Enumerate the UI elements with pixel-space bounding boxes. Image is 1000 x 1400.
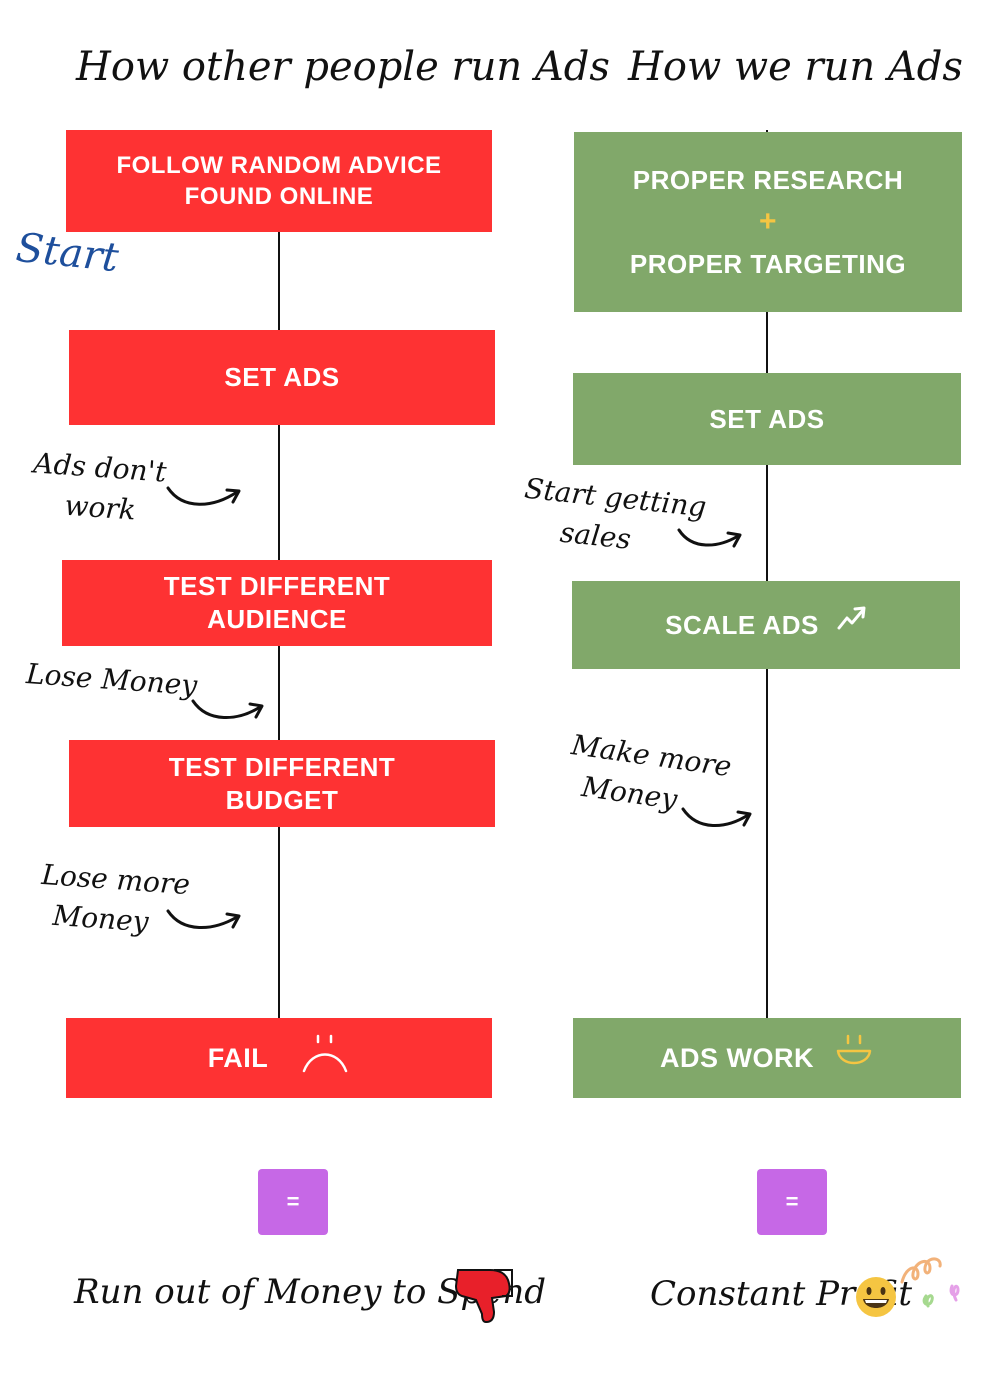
curved-arrow-icon <box>166 486 241 506</box>
right-flow-line <box>766 130 768 1020</box>
curved-arrow-icon <box>191 699 264 719</box>
right-equals-label: = <box>785 1189 799 1214</box>
curved-arrow-icon <box>677 528 742 548</box>
left-step-set-ads: SET ADS <box>69 330 495 425</box>
left-equals-label: = <box>286 1189 300 1214</box>
annotation-lose-money: Lose Money <box>25 654 199 706</box>
left-equals-sign: = <box>258 1169 328 1235</box>
grinning-face-icon <box>856 1277 896 1317</box>
right-step-set-ads: SET ADS <box>573 373 961 465</box>
frown-icon <box>303 1034 348 1073</box>
left-step-4-line1: TEST DIFFERENT <box>168 751 396 782</box>
plus-sign: + <box>758 205 778 238</box>
left-step-3-line1: TEST DIFFERENT <box>163 571 391 601</box>
start-label: Start <box>13 224 121 282</box>
left-step-4-line2: BUDGET <box>225 784 339 815</box>
right-step-scale-ads: SCALE ADS <box>572 581 960 669</box>
annotation-ads-dont-work: Ads don't work <box>29 443 167 532</box>
right-equals-sign: = <box>757 1169 827 1235</box>
trending-up-icon <box>837 606 866 630</box>
curved-arrow-icon <box>681 807 752 828</box>
left-step-1-line1: FOLLOW RANDOM ADVICE <box>116 152 442 179</box>
annotation-start-getting-sales: Start getting sales <box>518 469 708 568</box>
curved-arrow-icon <box>166 909 241 929</box>
right-step-1-line1: PROPER RESEARCH <box>632 165 904 195</box>
right-step-1-line2: PROPER TARGETING <box>629 249 907 279</box>
left-step-fail: FAIL <box>66 1018 492 1098</box>
left-step-5-label: FAIL <box>207 1042 269 1073</box>
left-heading: How other people run Ads <box>76 44 610 90</box>
confetti-icon <box>900 1257 960 1308</box>
smile-icon <box>836 1034 872 1065</box>
thumbs-down-icon <box>454 1269 513 1324</box>
left-step-3-line2: AUDIENCE <box>207 604 347 634</box>
right-step-4-label: ADS WORK <box>660 1042 814 1073</box>
left-step-2-label: SET ADS <box>224 362 340 392</box>
annotation-lose-money-line1: Lose Money <box>25 657 199 702</box>
right-step-3-label: SCALE ADS <box>665 609 819 640</box>
right-heading: How we run Ads <box>628 44 963 90</box>
right-step-2-label: SET ADS <box>709 403 825 434</box>
right-step-ads-work: ADS WORK <box>573 1018 961 1098</box>
right-step-research-targeting: PROPER RESEARCH + PROPER TARGETING <box>574 132 962 312</box>
left-step-follow-advice: FOLLOW RANDOM ADVICE FOUND ONLINE <box>66 130 492 232</box>
left-step-1-line2: FOUND ONLINE <box>184 183 374 210</box>
left-step-test-budget: TEST DIFFERENT BUDGET <box>69 740 495 827</box>
left-step-test-audience: TEST DIFFERENT AUDIENCE <box>62 560 492 646</box>
